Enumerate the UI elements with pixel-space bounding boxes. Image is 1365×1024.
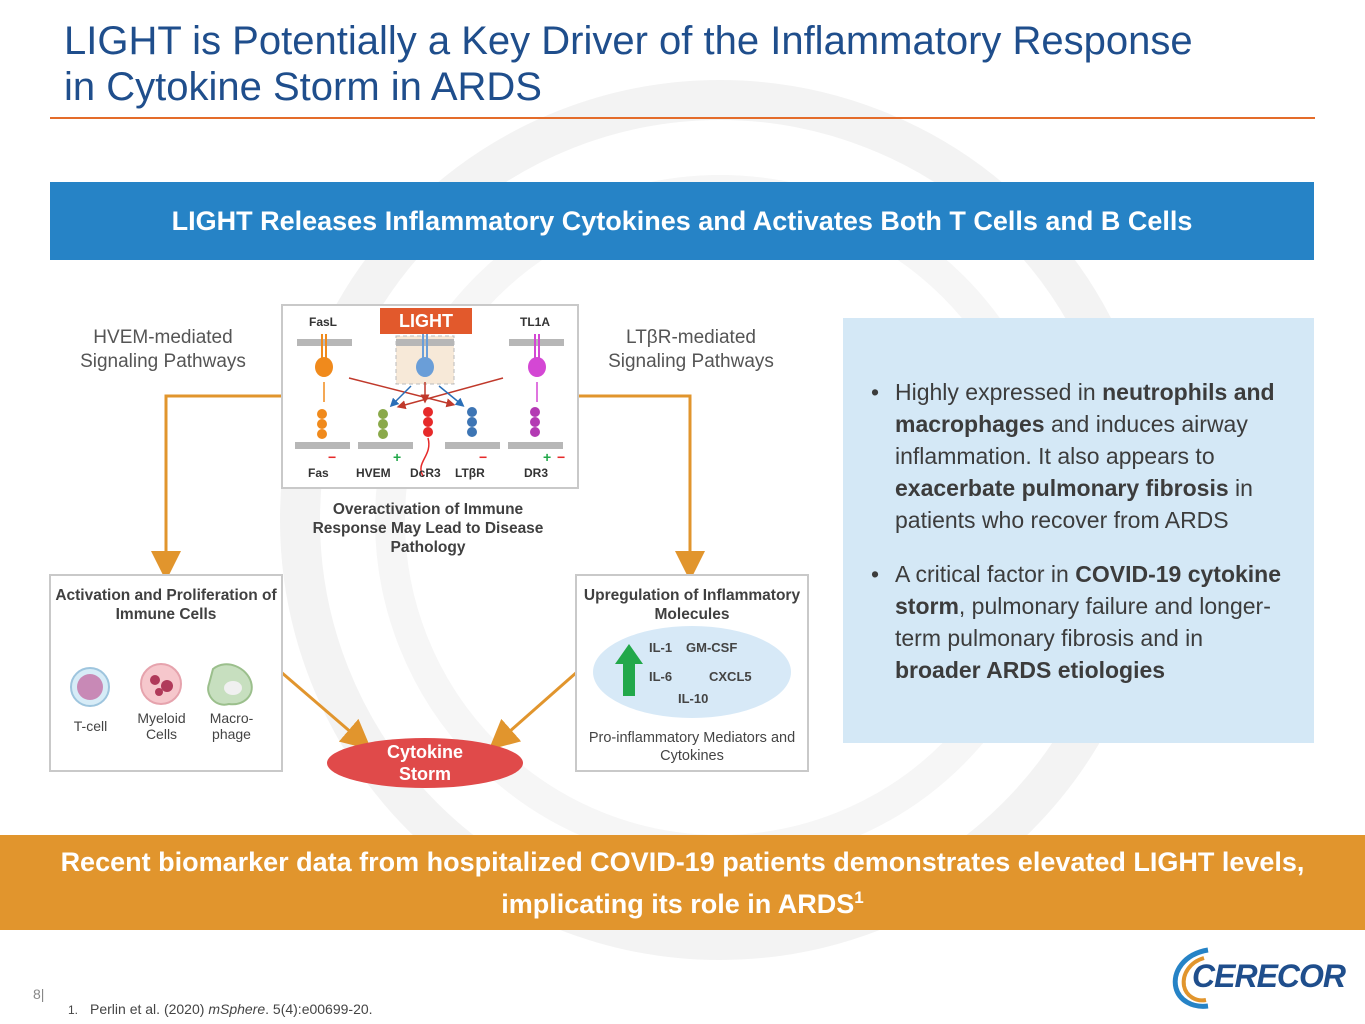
title-line-2: in Cytokine Storm in ARDS [64, 65, 542, 109]
immune-cell-icons [70, 663, 253, 707]
bullet1-run-0: Highly expressed in [895, 379, 1103, 405]
reference: 1.Perlin et al. (2020) mSphere. 5(4):e00… [68, 1001, 373, 1017]
macrophage-label: Macro- phage [209, 710, 254, 742]
t-cell-nucleus-icon [77, 674, 103, 700]
il10-label: IL-10 [678, 691, 709, 706]
myeloid-cells-label: Myeloid Cells [137, 710, 186, 742]
cytokine-storm: Cytokine Storm [327, 738, 523, 788]
bullet2-run-3: broader ARDS etiologies [895, 657, 1166, 683]
key-points-box: Highly expressed in neutrophils and macr… [843, 318, 1314, 743]
up-arrow-icon [615, 644, 643, 696]
receptor-diagram: − + − + − FasL LIGHT TL1A Fas HVEM DcR3 … [281, 304, 579, 489]
svg-text:−: − [557, 449, 565, 465]
bullet1-run-3: exacerbate pulmonary fibrosis [895, 475, 1229, 501]
svg-text:−: − [479, 449, 487, 465]
bullet2-run-2: , pulmonary failure and longer-term pulm… [895, 593, 1271, 651]
light-label: LIGHT [380, 308, 472, 334]
receptor-illustration: − + − + − [295, 334, 565, 477]
bullet-neutrophils: Highly expressed in neutrophils and macr… [869, 376, 1289, 536]
cxcl5-label: CXCL5 [709, 669, 752, 684]
fas-label: Fas [308, 466, 329, 480]
hvem-label: HVEM [356, 466, 391, 480]
bullet2-run-1: COVID-19 cytokine storm [895, 561, 1282, 619]
tl1a-label: TL1A [520, 315, 550, 329]
il6-label: IL-6 [649, 669, 673, 684]
bullet-covid: A critical factor in COVID-19 cytokine s… [869, 558, 1289, 686]
upregulation-title: Upregulation of Inflammatory Molecules [583, 587, 801, 623]
bullet1-run-4: in patients who recover from ARDS [895, 475, 1253, 533]
svg-text:+: + [543, 449, 551, 465]
bullet1-run-1: neutrophils and macrophages [895, 379, 1275, 437]
ltbr-pathways-label: LTβR-mediated Signaling Pathways [608, 327, 774, 372]
hvem-pathways-label: HVEM-mediated Signaling Pathways [80, 327, 246, 372]
gmcsf-label: GM-CSF [686, 640, 738, 655]
upregulation-box: Upregulation of Inflammatory Molecules I… [575, 574, 809, 772]
bullet2-run-0: A critical factor in [895, 561, 1076, 587]
arrow-upregulation-to-storm [488, 670, 578, 750]
title-divider [50, 117, 1315, 119]
logo-swoosh-icon [1172, 947, 1209, 1009]
mediators-caption: Pro-inflammatory Mediators and Cytokines [588, 730, 796, 764]
page-title: LIGHT is Potentially a Key Driver of the… [64, 18, 1304, 110]
biomarker-line-2: implicating its role in ARDS1 [501, 887, 864, 919]
t-cell-label: T-cell [73, 718, 108, 734]
dr3-label: DR3 [524, 466, 549, 480]
ltbr-label: LTβR [455, 466, 485, 480]
myeloid-cell-icon [140, 663, 182, 705]
svg-text:+: + [393, 449, 401, 465]
overactivation-caption: Overactivation of Immune Response May Le… [312, 501, 544, 556]
biomarker-line-1: Recent biomarker data from hospitalized … [60, 846, 1305, 877]
arrow-activation-to-storm [280, 670, 372, 750]
section-banner: LIGHT Releases Inflammatory Cytokines an… [50, 182, 1314, 260]
activation-box: Activation and Proliferation of Immune C… [49, 574, 283, 772]
dcr3-label: DcR3 [410, 466, 441, 480]
svg-text:−: − [328, 449, 336, 465]
fasl-label: FasL [309, 315, 338, 329]
bullet1-run-2: and induces airway inflammation. It also… [895, 411, 1248, 469]
page-number: 8| [33, 986, 45, 1002]
il1-label: IL-1 [649, 640, 673, 655]
arrow-to-upregulation [577, 394, 705, 581]
cerecor-logo: CERECOR [1170, 944, 1346, 1010]
activation-title: Activation and Proliferation of Immune C… [55, 587, 277, 623]
arrow-to-activation [151, 394, 281, 581]
biomarker-banner: Recent biomarker data from hospitalized … [0, 835, 1365, 930]
title-line-1: LIGHT is Potentially a Key Driver of the… [64, 19, 1193, 63]
